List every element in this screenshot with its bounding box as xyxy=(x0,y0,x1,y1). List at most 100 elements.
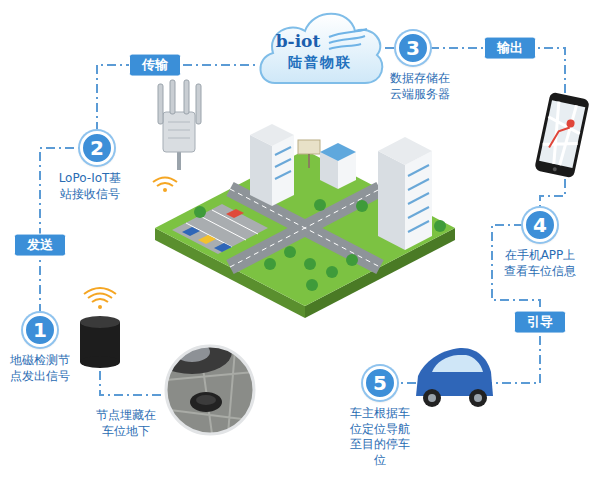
caption-label: 节点埋藏在车位地下 xyxy=(94,408,157,439)
cloud-outline xyxy=(260,14,382,83)
base-station xyxy=(168,130,190,131)
step-number: 1 xyxy=(33,320,47,340)
step-circle: 4在手机APP上查看车位信息 xyxy=(523,208,557,242)
city-illustration xyxy=(275,171,291,179)
sensor-photo xyxy=(152,330,254,434)
step-circle: 2LoPo-IoT基站接收信号 xyxy=(80,131,114,165)
step-number: 5 xyxy=(373,373,387,393)
sensor-photo xyxy=(152,330,232,374)
smartphone xyxy=(566,119,575,128)
step-circle: 5车主根据车位定位导航至目的停车位 xyxy=(363,366,397,400)
city-illustration xyxy=(155,150,455,306)
cloud-node: b-iot 陆普物联 xyxy=(255,3,385,88)
wifi-icon xyxy=(153,178,177,183)
edge-label: 输出 xyxy=(484,37,536,60)
city-illustration xyxy=(304,258,316,270)
wifi-icon xyxy=(84,288,116,309)
wifi-icon xyxy=(157,183,173,186)
city-illustration xyxy=(320,143,356,161)
base-station xyxy=(184,80,189,114)
city-illustration xyxy=(314,199,326,211)
step-number: 2 xyxy=(90,138,104,158)
edge-label: 发送 xyxy=(14,234,66,257)
city-illustration xyxy=(272,135,294,206)
city-illustration xyxy=(408,193,429,204)
smartphone xyxy=(534,92,590,179)
car xyxy=(428,394,436,402)
wifi-icon xyxy=(84,288,116,294)
smartphone xyxy=(539,100,585,168)
car xyxy=(423,389,441,407)
leader-line xyxy=(100,371,164,395)
city-illustration xyxy=(250,135,272,206)
base-station xyxy=(158,84,163,124)
city-illustration xyxy=(408,221,429,232)
base-station xyxy=(168,122,190,123)
city-illustration xyxy=(284,246,296,258)
city-illustration xyxy=(298,140,320,154)
city-illustration xyxy=(434,220,446,232)
city-illustration xyxy=(378,151,405,250)
step-description: 车主根据车位定位导航至目的停车位 xyxy=(349,406,412,468)
wifi-icon xyxy=(153,178,177,193)
base-station xyxy=(170,80,175,114)
base-station xyxy=(196,84,201,124)
city-illustration xyxy=(250,124,294,146)
city-illustration xyxy=(275,147,291,155)
step-number: 3 xyxy=(406,38,420,58)
sensor-photo xyxy=(196,395,216,405)
city-illustration xyxy=(172,204,268,254)
base-station xyxy=(158,80,201,170)
smartphone xyxy=(552,167,557,172)
step-description: 地磁检测节点发出信号 xyxy=(9,353,72,384)
city-illustration xyxy=(326,266,338,278)
step-description: 在手机APP上查看车位信息 xyxy=(499,248,581,279)
city-illustration xyxy=(408,165,429,176)
step-description: LoPo-IoT基站接收信号 xyxy=(54,171,126,202)
city-illustration xyxy=(378,137,432,165)
wifi-icon xyxy=(98,305,102,309)
city-illustration xyxy=(182,227,200,236)
city-illustration xyxy=(308,154,310,168)
step-description: 数据存储在云端服务器 xyxy=(389,71,452,102)
wifi-icon xyxy=(88,294,112,299)
step-circle: 1地磁检测节点发出信号 xyxy=(23,313,57,347)
sensor-photo xyxy=(152,330,254,434)
city-illustration xyxy=(155,124,455,318)
leader-line xyxy=(100,371,164,395)
car xyxy=(474,394,482,402)
city-illustration xyxy=(194,206,206,218)
dashed-connector xyxy=(385,47,396,49)
car xyxy=(416,348,493,396)
car xyxy=(416,348,493,407)
city-illustration xyxy=(306,279,318,291)
logo-text: b-iot xyxy=(276,32,321,51)
city-illustration xyxy=(408,207,429,218)
smartphone xyxy=(534,92,590,179)
base-station xyxy=(163,112,195,152)
city-illustration xyxy=(275,159,291,167)
city-illustration xyxy=(346,254,358,266)
step-number: 4 xyxy=(533,215,547,235)
car xyxy=(469,389,487,407)
step-circle: 3数据存储在云端服务器 xyxy=(396,31,430,65)
smartphone xyxy=(539,100,585,168)
city-illustration xyxy=(186,223,232,247)
city-illustration xyxy=(408,179,429,190)
sensor-node xyxy=(80,316,120,368)
smartphone xyxy=(549,124,570,151)
car xyxy=(432,355,483,372)
edge-label: 传输 xyxy=(129,54,181,77)
wifi-icon xyxy=(92,299,108,302)
cloud-name: 陆普物联 xyxy=(288,54,352,71)
city-illustration xyxy=(264,258,276,270)
city-illustration xyxy=(405,151,432,250)
city-illustration xyxy=(356,200,368,212)
city-illustration xyxy=(214,243,232,252)
base-station xyxy=(168,138,190,139)
sensor-photo xyxy=(190,392,222,412)
city-illustration xyxy=(198,235,216,244)
sensor-node xyxy=(80,316,120,328)
city-illustration xyxy=(212,210,258,234)
